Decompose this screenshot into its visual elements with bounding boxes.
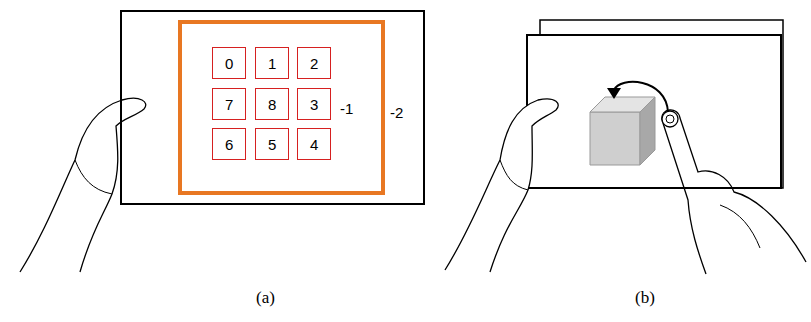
cell-number: 1 (268, 55, 276, 72)
grid-cell: 7 (212, 88, 246, 120)
tablet-front (527, 35, 781, 188)
region-label: -1 (340, 100, 353, 117)
cell-number: 0 (225, 55, 233, 72)
grid-cell: 0 (212, 47, 246, 79)
grid-cell: 5 (255, 128, 289, 160)
touch-circle (662, 111, 678, 127)
panel-caption: (b) (635, 288, 655, 308)
cell-number: 6 (225, 136, 233, 153)
cell-number: 4 (310, 136, 318, 153)
rotation-arrow (614, 82, 668, 112)
arrow-head (607, 88, 621, 99)
cell-number: 3 (310, 96, 318, 113)
cube-side (640, 97, 655, 165)
grid-cell: 6 (212, 128, 246, 160)
grid-cell: 3 (297, 88, 331, 120)
grid-cell: 2 (297, 47, 331, 79)
grid-cell: 4 (297, 128, 331, 160)
finger-line (720, 205, 760, 248)
panel-caption: (a) (256, 288, 275, 308)
hand-crease (500, 160, 528, 190)
cube-front (590, 112, 640, 165)
grid-cell: 1 (255, 47, 289, 79)
cell-number: 5 (268, 136, 276, 153)
hand-crease (75, 160, 112, 194)
right-hand-edge (662, 120, 706, 274)
cell-number: 2 (310, 55, 318, 72)
left-hand (20, 98, 146, 272)
tablet-screen: 0 1 2 7 8 3 6 5 4 -1 -2 (120, 10, 425, 205)
grid-cell: 8 (255, 88, 289, 120)
interaction-region: 0 1 2 7 8 3 6 5 4 -1 (178, 20, 385, 195)
touch-dot (666, 115, 674, 123)
cell-number: 7 (225, 96, 233, 113)
region-label: -2 (390, 104, 403, 121)
left-hand (445, 99, 558, 272)
cell-number: 8 (268, 96, 276, 113)
